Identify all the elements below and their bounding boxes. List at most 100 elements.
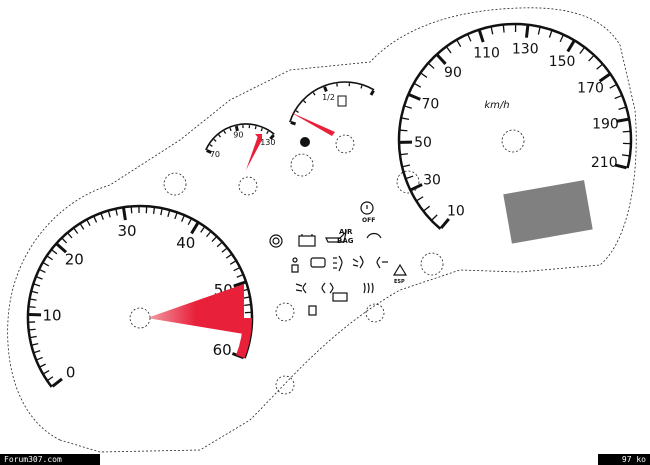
minor-tick	[400, 153, 408, 156]
major-tick	[290, 120, 297, 126]
major-tick	[616, 117, 629, 123]
footer-size: 97 ko	[598, 454, 650, 465]
minor-tick	[211, 236, 217, 243]
minor-tick	[266, 130, 269, 135]
minor-tick	[200, 227, 205, 233]
minor-tick	[402, 164, 411, 168]
minor-tick	[51, 249, 58, 255]
minor-tick	[221, 248, 227, 253]
brake-warning-icon	[269, 234, 283, 248]
indicator-hole	[163, 172, 187, 196]
minor-tick	[167, 210, 171, 217]
footer-bar	[0, 454, 650, 465]
indicator-hole	[396, 170, 420, 194]
minor-tick	[303, 100, 307, 104]
minor-tick	[614, 95, 622, 100]
gauge-arc	[289, 81, 375, 123]
minor-tick	[47, 376, 54, 381]
minor-tick	[456, 40, 462, 47]
minor-tick	[34, 349, 41, 354]
battery-icon	[298, 234, 316, 247]
major-tick	[566, 40, 576, 53]
temp-red-zone	[255, 134, 262, 142]
major-tick	[233, 280, 246, 288]
low-beam-icon	[295, 282, 307, 294]
indicator-hole	[275, 375, 295, 395]
indicator-hole	[365, 303, 385, 323]
minor-tick	[29, 328, 36, 331]
fuel-pump-icon	[337, 95, 347, 107]
parking-brake-icon	[360, 201, 374, 215]
indicator-hole	[290, 153, 314, 177]
high-beam-icon	[333, 255, 343, 272]
minor-tick	[32, 342, 39, 346]
major-tick	[56, 243, 68, 254]
minor-tick	[502, 25, 505, 33]
minor-tick	[225, 254, 232, 259]
minor-tick	[416, 196, 424, 201]
glow-plug-icon	[363, 282, 374, 294]
minor-tick	[30, 298, 37, 301]
major-tick	[234, 125, 239, 132]
speedo-label: 190	[592, 116, 619, 132]
minor-tick	[618, 106, 626, 110]
minor-tick	[100, 213, 104, 220]
speedo-label: 30	[423, 173, 441, 189]
speedo-label: 170	[577, 80, 604, 96]
minor-tick	[236, 274, 243, 278]
tach-needle	[147, 284, 244, 334]
minor-tick	[548, 30, 553, 38]
minor-tick	[400, 129, 408, 132]
speedo-label: 70	[422, 97, 440, 113]
minor-tick	[47, 255, 54, 261]
minor-tick	[229, 260, 236, 265]
minor-tick	[446, 46, 452, 54]
minor-tick	[233, 267, 240, 272]
minor-tick	[30, 335, 37, 339]
major-tick	[323, 86, 328, 92]
minor-tick	[622, 130, 630, 133]
minor-tick	[404, 105, 412, 109]
fuel-hub	[335, 134, 355, 154]
footer-site: Forum307.com	[0, 454, 100, 465]
minor-tick	[242, 296, 250, 299]
minor-tick	[414, 83, 422, 88]
rear-defrost-icon	[332, 292, 348, 302]
speedo-label: 50	[414, 135, 432, 151]
minor-tick	[428, 63, 435, 69]
minor-tick	[160, 209, 163, 216]
minor-tick	[36, 356, 43, 361]
minor-tick	[401, 117, 410, 121]
major-tick	[439, 217, 450, 230]
oil-pressure-icon	[325, 230, 347, 243]
minor-tick	[423, 205, 431, 211]
minor-tick	[229, 127, 232, 132]
minor-tick	[596, 64, 603, 70]
temp-needle	[246, 136, 262, 170]
airbag-label-line2: BAG	[337, 237, 354, 245]
speed-unit: km/h	[484, 100, 509, 111]
indicator-holes	[163, 129, 525, 395]
minor-tick	[152, 207, 156, 214]
minor-tick	[218, 134, 222, 138]
esp-label: ESP	[394, 279, 405, 285]
tach-label: 40	[176, 234, 195, 252]
off-label: OFF	[362, 217, 375, 224]
fuel-label: 1/2	[322, 93, 335, 102]
temp-label: 90	[233, 131, 243, 140]
fuel-needle	[290, 112, 335, 136]
minor-tick	[181, 215, 185, 222]
minor-tick	[360, 85, 363, 89]
redline-zone	[236, 318, 252, 359]
major-tick	[598, 73, 611, 83]
minor-tick	[537, 27, 541, 35]
tach-label: 0	[66, 363, 76, 381]
minor-tick	[206, 231, 211, 238]
tach-label: 10	[42, 306, 61, 324]
minor-tick	[579, 47, 585, 55]
temp-label: 130	[260, 138, 275, 147]
minor-tick	[295, 110, 299, 113]
minor-tick	[260, 127, 263, 132]
